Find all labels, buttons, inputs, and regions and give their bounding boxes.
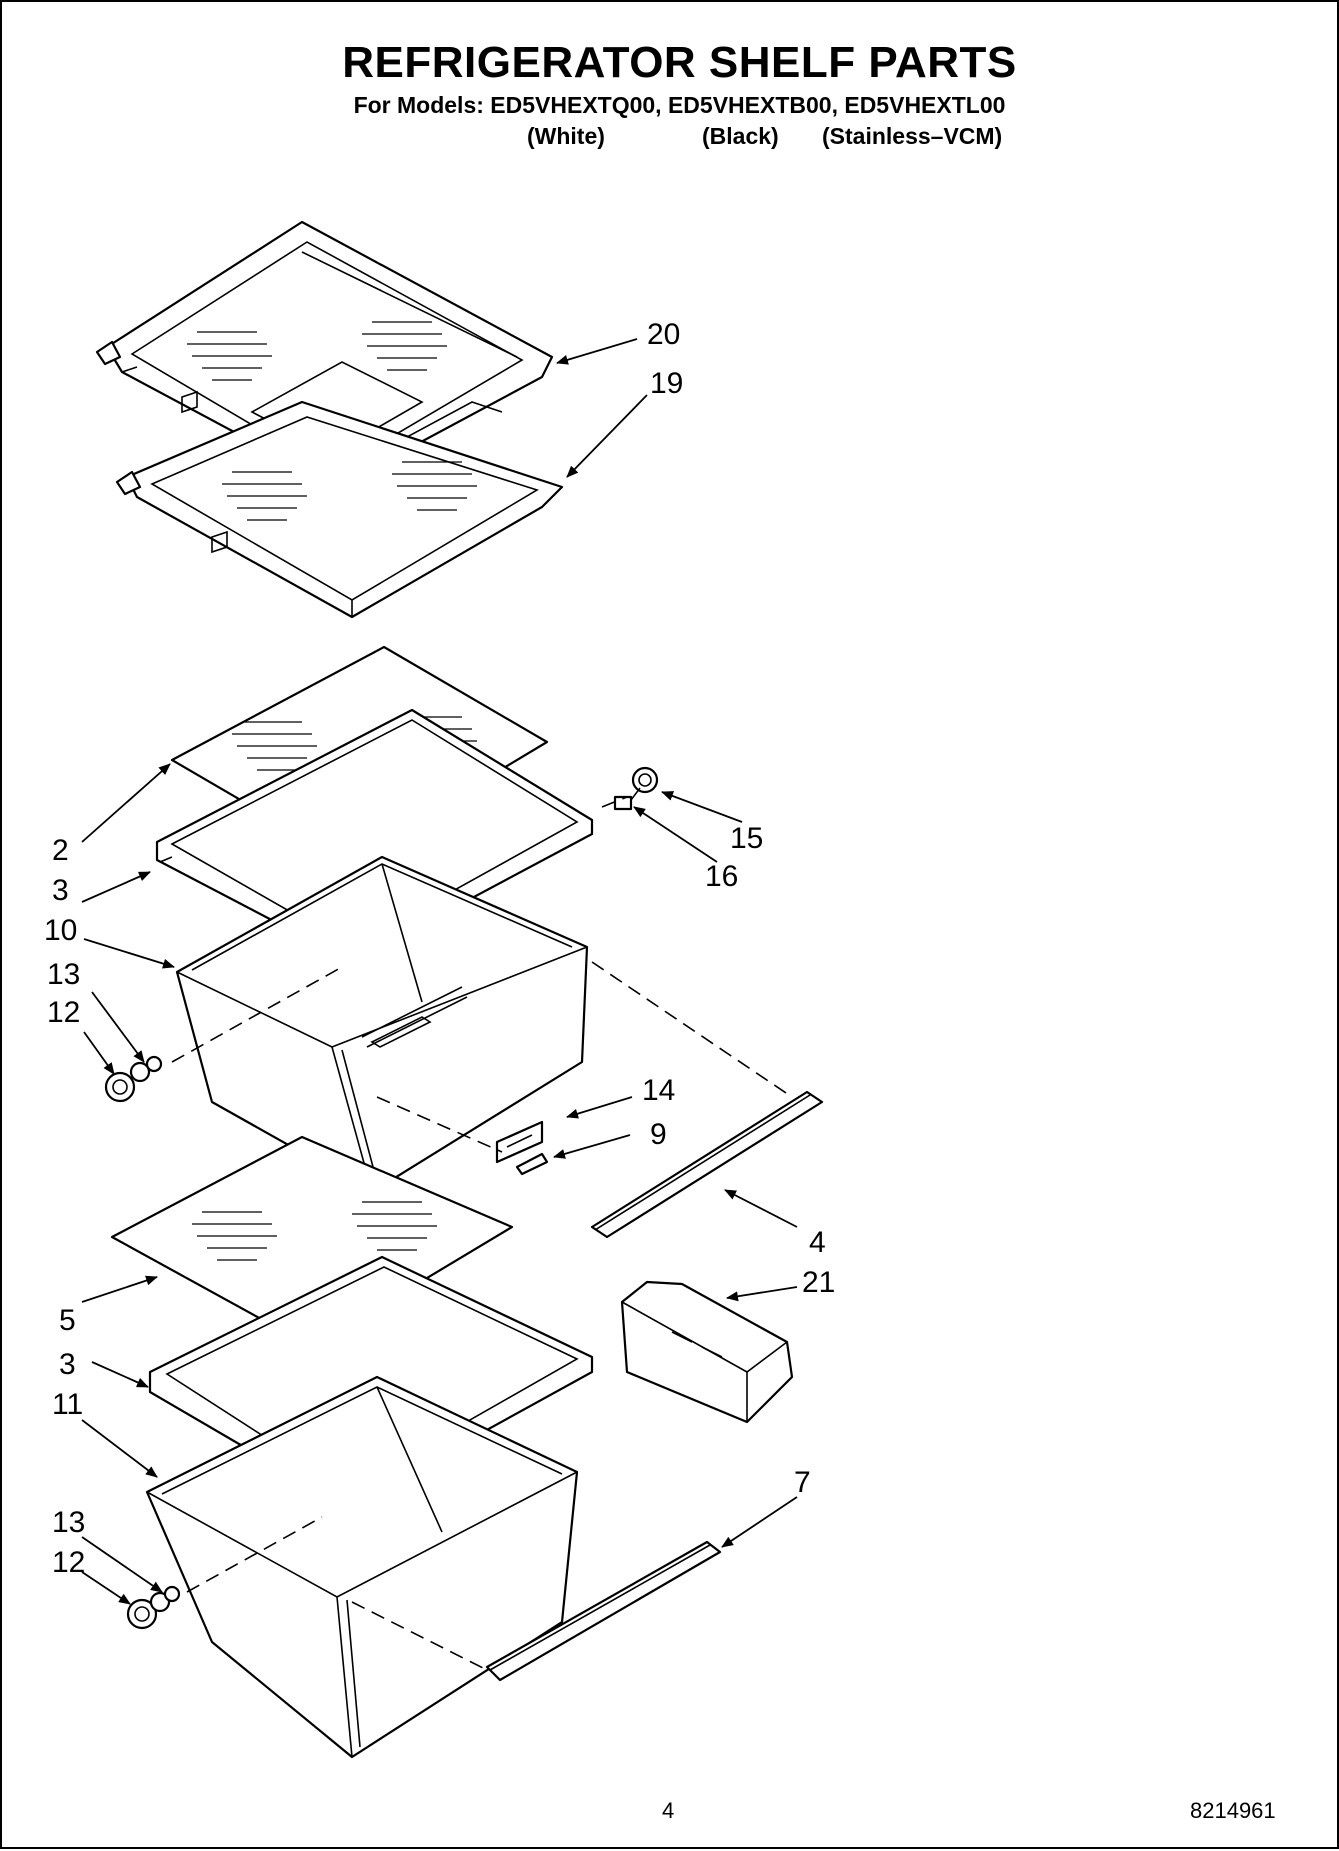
variant-white: (White) [527, 123, 605, 149]
callout-15: 15 [730, 822, 763, 855]
assembly-dashed-lines [171, 796, 793, 1671]
callout-labels: 20 19 15 16 2 3 10 13 12 14 9 4 21 5 3 1… [44, 318, 835, 1579]
callout-19: 19 [650, 367, 683, 400]
callout-13-upper: 13 [47, 958, 80, 991]
callout-10: 10 [44, 914, 77, 947]
glass-panel-5 [110, 1135, 514, 1349]
callout-12-upper: 12 [47, 996, 80, 1029]
callout-20: 20 [647, 318, 680, 351]
callout-5: 5 [59, 1304, 76, 1337]
callout-9: 9 [650, 1118, 667, 1151]
bin-21 [620, 1280, 794, 1424]
rail-4 [590, 1090, 824, 1239]
callout-14: 14 [642, 1074, 675, 1107]
fastener-15-16 [613, 766, 659, 811]
callout-4: 4 [809, 1226, 826, 1259]
document-number: 8214961 [1190, 1798, 1276, 1823]
crisper-drawer-11 [145, 1375, 579, 1759]
callout-7: 7 [794, 1466, 811, 1499]
models-line: For Models: ED5VHEXTQ00, ED5VHEXTB00, ED… [353, 92, 1006, 118]
part-14-9 [495, 1120, 549, 1176]
callout-3-lower: 3 [59, 1348, 76, 1381]
fastener-12-13-lower [126, 1585, 181, 1630]
shelf-19 [115, 390, 564, 619]
callout-16: 16 [705, 860, 738, 893]
page-title: REFRIGERATOR SHELF PARTS [342, 38, 1017, 87]
variant-stainless: (Stainless–VCM) [822, 123, 1003, 149]
callout-12-lower: 12 [52, 1546, 85, 1579]
callout-2: 2 [52, 834, 69, 867]
leader-lines [81, 338, 798, 1605]
callout-13-lower: 13 [52, 1506, 85, 1539]
variant-black: (Black) [702, 123, 779, 149]
page-number: 4 [662, 1798, 675, 1823]
rail-7 [485, 1540, 722, 1682]
fastener-12-13-upper [104, 1055, 163, 1103]
callout-11: 11 [52, 1388, 83, 1421]
callout-3-upper: 3 [52, 874, 69, 907]
callout-21: 21 [802, 1266, 835, 1299]
